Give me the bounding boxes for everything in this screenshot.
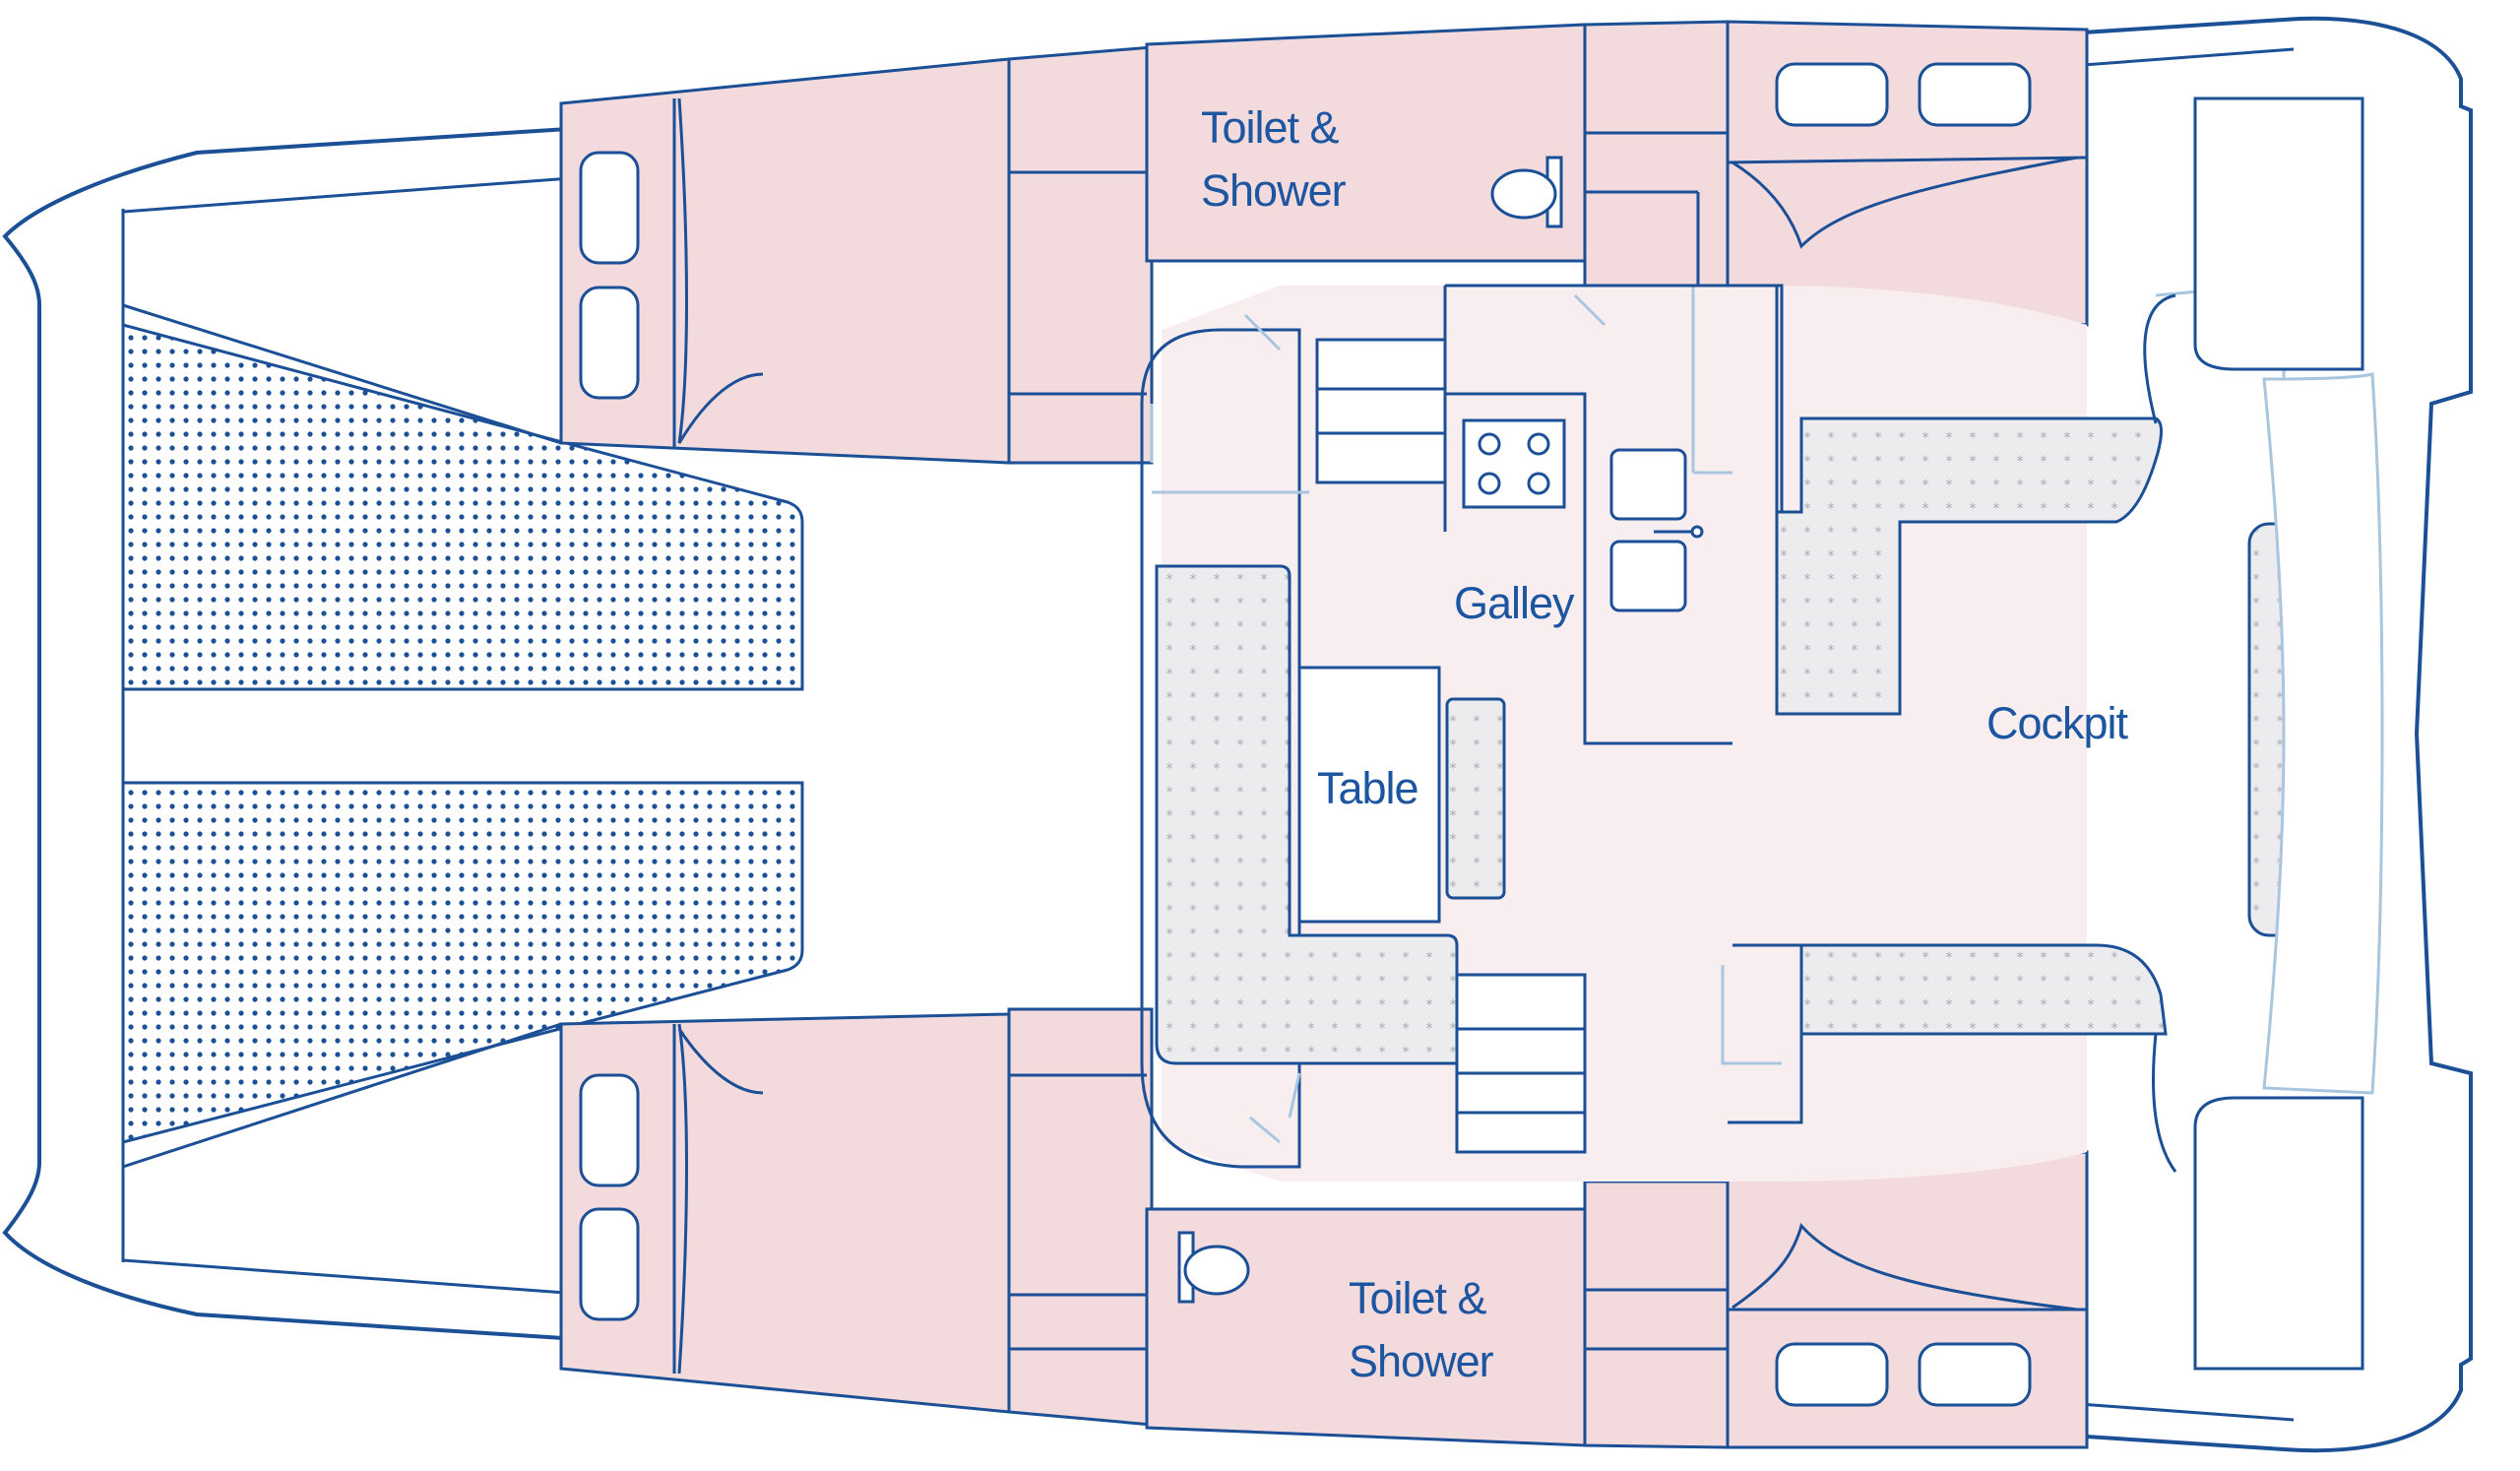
corridor-top	[1583, 20, 1730, 288]
trampoline-net-bottom	[121, 781, 804, 1144]
aft-beam	[2262, 372, 2384, 1095]
hull-floor-line-top	[122, 303, 562, 445]
pillow-forward-bottom-1	[579, 1073, 640, 1187]
toilet-shower-room-top	[1145, 23, 1587, 263]
toilet-shower-label-top: Toilet & Shower	[1201, 102, 1347, 216]
transom-step-top	[2193, 96, 2364, 371]
saloon-settee	[1155, 564, 1459, 1065]
pillow-aft-bottom-2	[1918, 1342, 2032, 1407]
hull-floor-line-bottom	[122, 1022, 562, 1169]
pillow-forward-top-2	[579, 286, 640, 400]
pillow-forward-bottom-2	[579, 1207, 640, 1321]
corridor-bottom	[1583, 1180, 1730, 1449]
table-stool	[1445, 697, 1506, 900]
companionway-steps-top	[1315, 338, 1447, 484]
sink-icon	[1609, 448, 1704, 612]
trampoline-net-top	[121, 323, 804, 691]
pillow-forward-top-1	[579, 151, 640, 265]
pillow-aft-top-1	[1775, 62, 1889, 127]
pillow-aft-bottom-1	[1775, 1342, 1889, 1407]
passage-top	[1007, 45, 1154, 465]
table-label: Table	[1317, 763, 1419, 813]
aft-cabin-bottom	[1726, 1150, 2089, 1449]
cockpit-bench-top	[1775, 416, 2163, 716]
galley-label: Galley	[1454, 578, 1575, 628]
saloon-table	[1297, 666, 1441, 924]
companionway-steps-bottom	[1455, 973, 1587, 1154]
cockpit-label: Cockpit	[1986, 698, 2128, 748]
toilet-shower-label-bottom: Toilet & Shower	[1349, 1273, 1494, 1386]
pillow-aft-top-2	[1918, 62, 2032, 127]
transom-step-bottom	[2193, 1096, 2364, 1371]
toilet-shower-room-bottom	[1145, 1207, 1587, 1447]
passage-bottom	[1007, 1007, 1154, 1427]
cockpit-bench-bottom	[1799, 943, 2168, 1036]
cockpit-lines	[1728, 284, 2177, 1173]
stove-icon	[1462, 418, 1566, 509]
forward-cabin-bottom	[559, 1012, 1011, 1414]
saloon-boundary	[1140, 328, 1301, 1169]
aft-cabin-top	[1726, 20, 2089, 327]
